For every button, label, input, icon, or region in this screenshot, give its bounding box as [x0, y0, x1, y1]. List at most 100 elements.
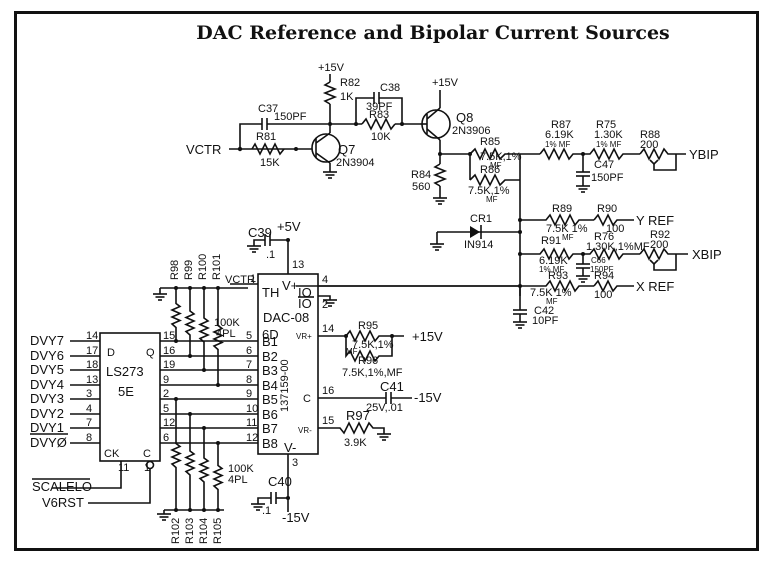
v6rst-label: V6RST — [42, 495, 84, 510]
r94-ref: R94 — [594, 270, 614, 282]
c40-value: .1 — [262, 505, 271, 517]
c38-ref: C38 — [380, 82, 400, 94]
ls273-out-pin-1: 16 — [163, 345, 175, 357]
ls273-out-pin-7: 6 — [163, 432, 169, 444]
dac-pin-th: 1 — [250, 273, 256, 285]
dac-pin-vplus: 13 — [292, 259, 304, 271]
r81-ref: R81 — [256, 131, 276, 143]
c47-value: 150PF — [591, 172, 624, 184]
r96-value: 7.5K,1%,MF — [342, 367, 403, 379]
supply-m15-b: -15V — [282, 510, 310, 525]
ls273-ck-pin: 11 — [118, 462, 129, 474]
dac-bit-pin-0: 5 — [246, 330, 252, 342]
r84-value: 560 — [412, 181, 430, 193]
xref-label: X REF — [636, 279, 674, 294]
ls273-q: Q — [146, 347, 155, 359]
ls273-ref: 5E — [118, 384, 134, 399]
dac-bit-1: B2 — [262, 349, 278, 364]
r88-value: 200 — [640, 139, 658, 151]
ls273-input-6: DVY1 — [30, 420, 64, 435]
dac-c: C — [303, 393, 311, 405]
ls273-out-pin-0: 15 — [163, 330, 175, 342]
r83-value: 10K — [371, 131, 391, 143]
r89-value: 7.5K 1% — [546, 223, 588, 235]
c66-ref: C66 — [591, 256, 606, 265]
rn-bot-value: 100K — [228, 463, 254, 475]
ls273-input-3: DVY4 — [30, 377, 64, 392]
r86-value: 7.5K,1% — [468, 185, 510, 197]
dac-bit-4: B5 — [262, 392, 278, 407]
dac-bit-pin-5: 10 — [246, 403, 258, 415]
r93-value: 7.5K 1% — [530, 287, 572, 299]
ls273-in-pin-2: 18 — [86, 359, 98, 371]
diagram-title: DAC Reference and Bipolar Current Source… — [196, 22, 670, 44]
c42-ref: C42 — [534, 305, 554, 317]
c41-value: 25V,.01 — [366, 402, 403, 414]
q7-q8-current-source: VCTR R81 15K C37 150PF Q7 2N3904 +15V R8… — [186, 62, 719, 296]
ls273-latch: D Q LS273 5E CK C 11 1 SCALELO V6RST DVY… — [30, 330, 258, 510]
ls273-c: C — [143, 448, 151, 460]
ls273-out-pin-2: 19 — [163, 359, 175, 371]
dac-vrminus: VR- — [298, 426, 312, 435]
supply-p15-a: +15V — [318, 62, 345, 74]
r82-ref: R82 — [340, 77, 360, 89]
ls273-input-1: DVY6 — [30, 348, 64, 363]
dac-bit-pin-2: 7 — [246, 359, 252, 371]
c47-ref: C47 — [594, 159, 614, 171]
dac-pin-iobar: 2 — [322, 299, 328, 311]
r89-ref: R89 — [552, 203, 572, 215]
q8-part: 2N3906 — [452, 125, 491, 137]
r85-ref: R85 — [480, 136, 500, 148]
rn-top-ref-3: R101 — [211, 254, 223, 280]
rn-bot-pkg: 4PL — [228, 474, 248, 486]
ls273-in-pin-0: 14 — [86, 330, 98, 342]
r89-note: MF — [562, 233, 574, 242]
c38-value: 39PF — [366, 101, 393, 113]
c42-value: 10PF — [532, 315, 559, 327]
dac-pin-vminus: 3 — [292, 457, 298, 469]
r93-note: MF — [546, 297, 558, 306]
dac-vctr: VCTR — [225, 274, 255, 286]
r87-note: 1% MF — [545, 140, 570, 149]
supply-m15-a: -15V — [414, 390, 442, 405]
dac-bit-6: B7 — [262, 421, 278, 436]
ls273-out-pin-4: 2 — [163, 388, 169, 400]
dac-pin-io: 4 — [322, 274, 328, 286]
dac-bit-5: B6 — [262, 407, 278, 422]
r76-value: 1.30K,1%MF — [586, 241, 650, 253]
rn-bot-ref-2: R104 — [198, 518, 210, 544]
dac-alt-part: 137159-00 — [279, 359, 291, 412]
ls273-in-pin-4: 3 — [86, 388, 92, 400]
r86-ref: R86 — [480, 164, 500, 176]
supply-p5: +5V — [277, 219, 301, 234]
r86-note: MF — [486, 195, 498, 204]
r88-ref: R88 — [640, 129, 660, 141]
reference-outputs: CR1 IN914 R89 7.5K 1% MF R90 100 Y REF R… — [296, 203, 722, 329]
dac-pin-vrplus: 14 — [322, 323, 334, 335]
r93-ref: R93 — [548, 270, 568, 282]
rn-top-ref-2: R100 — [197, 254, 209, 280]
dac-th: TH — [262, 285, 279, 300]
rn-bot-ref-0: R102 — [170, 518, 182, 544]
r94-value: 100 — [594, 289, 612, 301]
ls273-input-5: DVY2 — [30, 406, 64, 421]
vctr-label: VCTR — [186, 142, 221, 157]
c39-value: .1 — [266, 249, 275, 261]
r92-value: 200 — [650, 239, 668, 251]
supply-p15-c: +15V — [412, 329, 443, 344]
yref-label: Y REF — [636, 213, 674, 228]
ls273-ck: CK — [104, 448, 120, 460]
c66-value: 150PF — [590, 265, 614, 274]
r95-note: MF — [346, 347, 358, 356]
dac08: V+ TH IO IO DAC-08 6D VR+ C VR- V- 13715… — [225, 219, 520, 525]
rn-top-pkg: 4PL — [216, 328, 236, 340]
ls273-d: D — [107, 347, 115, 359]
ls273-out-pin-5: 5 — [163, 403, 169, 415]
r81-value: 15K — [260, 157, 280, 169]
dac-iobar: IO — [298, 296, 312, 311]
c37-value: 150PF — [274, 111, 307, 123]
ls273-input-7: DVYØ — [30, 435, 67, 450]
dac-bit-pin-6: 11 — [246, 417, 257, 429]
ls273-out-pin-3: 9 — [163, 374, 169, 386]
r85-note: MF — [490, 161, 502, 170]
